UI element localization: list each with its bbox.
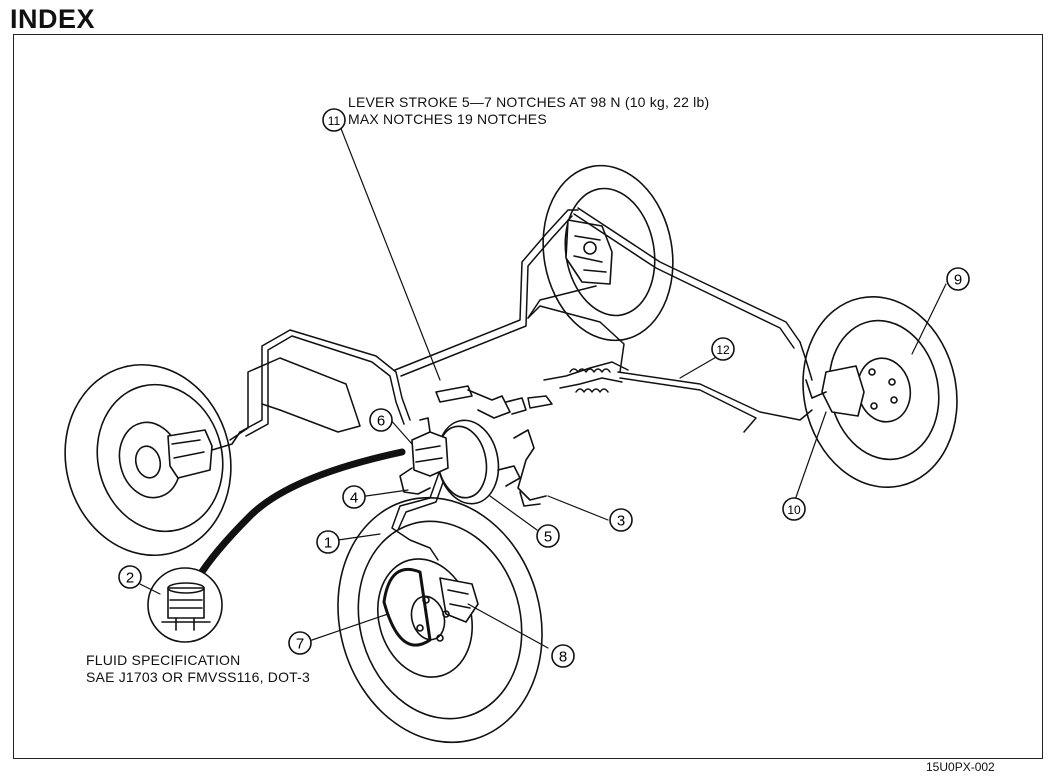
callout-9: 9	[946, 267, 970, 291]
callout-10-label: 10	[787, 503, 801, 517]
brake-lines	[229, 207, 813, 561]
parking-brake-lever	[435, 385, 527, 419]
figure-code: 15U0PX-002	[926, 760, 995, 774]
fluid-spec-line2: SAE J1703 OR FMVSS116, DOT-3	[86, 669, 310, 685]
callout-11-label: 11	[328, 114, 341, 128]
index-heading: INDEX	[10, 4, 96, 34]
callout-1: 1	[316, 530, 340, 554]
fluid-spec-line1: FLUID SPECIFICATION	[86, 652, 241, 668]
callout-1-label: 1	[324, 535, 332, 552]
callout-10: 10	[782, 497, 806, 521]
callout-12: 12	[711, 337, 735, 361]
callout-5: 5	[536, 524, 560, 548]
lever-stroke-line2: MAX NOTCHES 19 NOTCHES	[348, 111, 547, 127]
callout-7: 7	[288, 631, 312, 655]
leader-lines	[139, 125, 947, 649]
rear-left-wheel	[542, 164, 674, 342]
brake-booster	[436, 419, 547, 507]
callout-3: 3	[609, 508, 633, 532]
parking-brake-cable	[527, 361, 813, 433]
master-cylinder	[399, 417, 449, 495]
lever-stroke-note: LEVER STROKE 5—7 NOTCHES AT 98 N (10 kg,…	[348, 94, 709, 128]
callout-8-label: 8	[559, 649, 567, 666]
lever-stroke-line1: LEVER STROKE 5—7 NOTCHES AT 98 N (10 kg,…	[348, 94, 710, 110]
fluid-spec-note: FLUID SPECIFICATION SAE J1703 OR FMVSS11…	[86, 652, 310, 686]
callout-7-label: 7	[296, 636, 304, 653]
callout-8: 8	[551, 644, 575, 668]
callouts: 1 2 3 4 5 6 7 8	[118, 108, 970, 668]
callout-5-label: 5	[544, 529, 552, 546]
diagram-frame	[13, 34, 1043, 759]
callout-4: 4	[342, 485, 366, 509]
callout-11: 11	[322, 108, 346, 132]
callout-6: 6	[369, 408, 393, 432]
fluid-reservoir-hose	[194, 448, 406, 582]
callout-2-label: 2	[126, 570, 134, 587]
callout-12-label: 12	[716, 343, 730, 357]
callout-6-label: 6	[377, 413, 385, 430]
front-left-wheel	[64, 363, 241, 557]
rear-right-wheel	[802, 295, 958, 489]
front-right-wheel	[337, 496, 543, 744]
callout-9-label: 9	[954, 272, 962, 289]
callout-2: 2	[118, 565, 142, 589]
callout-3-label: 3	[617, 513, 625, 530]
callout-4-label: 4	[350, 490, 358, 507]
fluid-reservoir-detail	[147, 567, 223, 643]
